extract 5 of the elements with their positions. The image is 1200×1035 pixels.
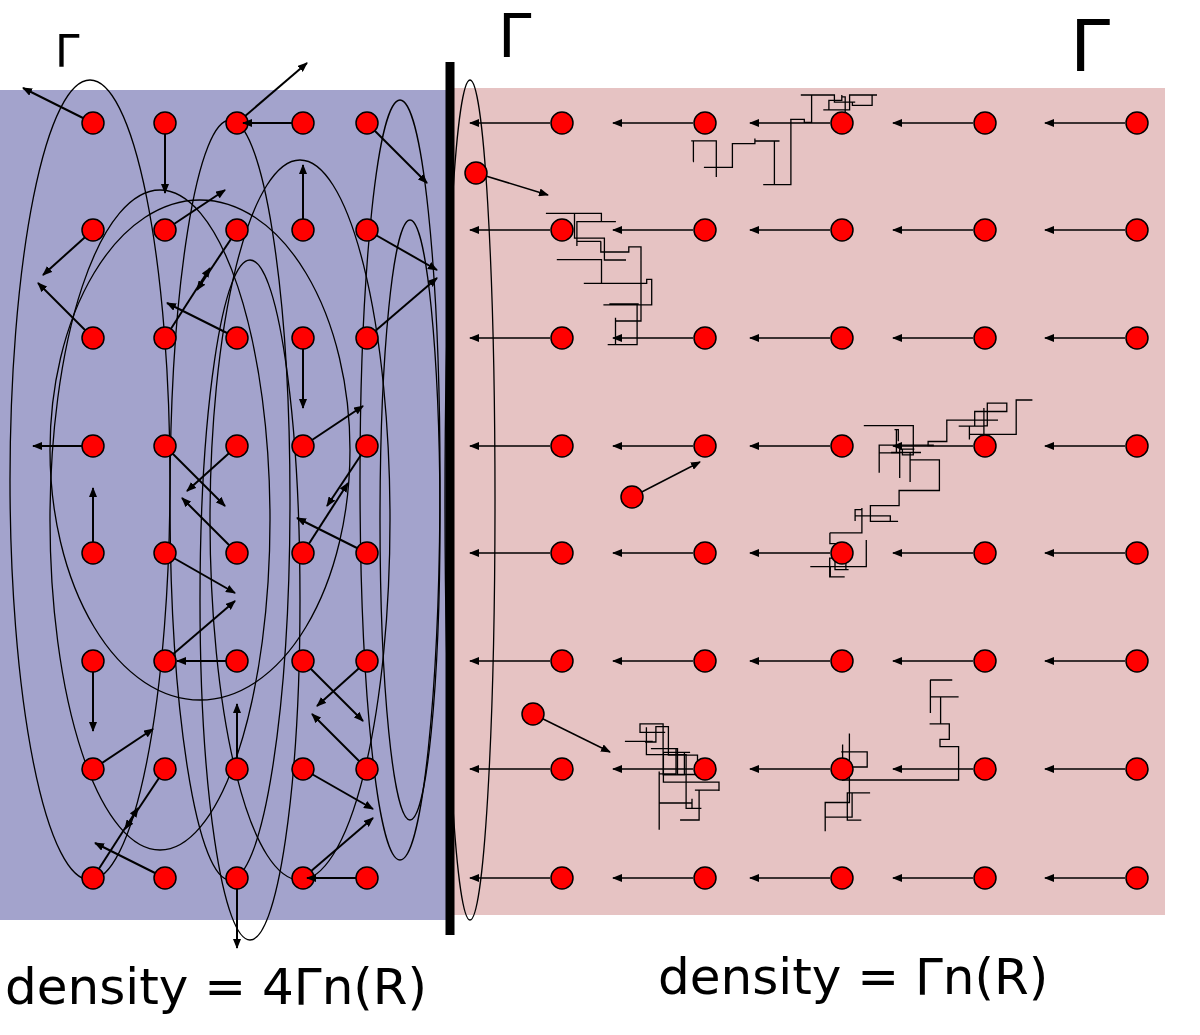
gamma-symbol: Γ (55, 30, 80, 74)
density-label: density = 4Γn(R) (5, 962, 428, 1012)
gamma-symbol: Γ (1070, 10, 1111, 82)
gamma-symbol: Γ (498, 6, 532, 66)
density-label: density = Γn(R) (658, 952, 1049, 1002)
